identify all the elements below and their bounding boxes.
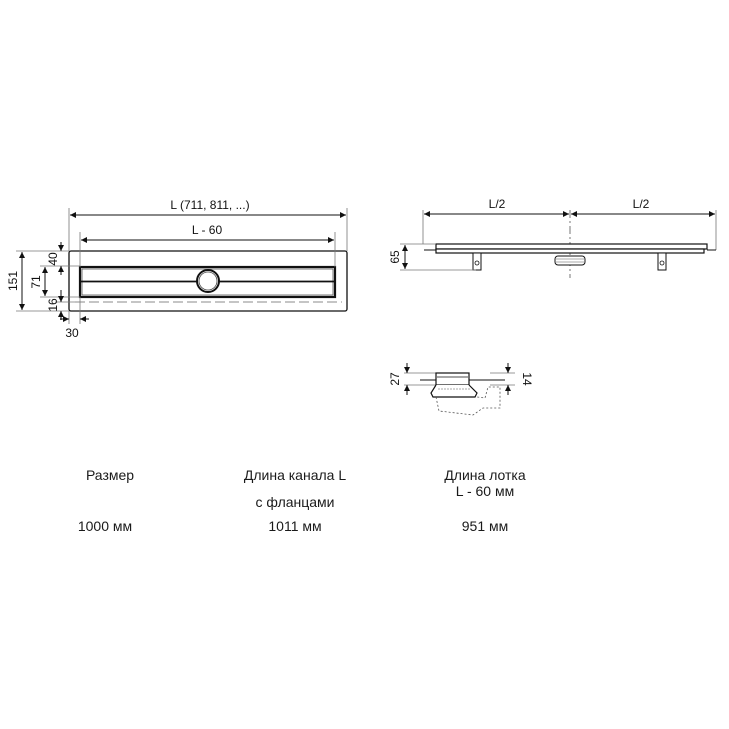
side-view: L/2 L/2 65 [388,197,717,278]
value-size: 1000 мм [77,518,133,534]
left-foot [472,252,482,271]
side-outlet [554,255,586,266]
value-tray-length: 951 мм [461,518,509,534]
side-plate [435,243,708,250]
side-offset-label: 30 [65,326,79,340]
height-total-label: 151 [6,271,20,291]
outlet-body [435,372,470,386]
outlet-height-top-label: 14 [520,372,534,386]
right-foot [657,252,667,271]
header-channel-length-line1: Длина канала L [243,467,347,483]
header-tray-length-line1: Длина лотка [444,467,526,483]
right-half-label: L/2 [633,197,650,211]
side-height-label: 65 [388,250,402,264]
height-top-offset-label: 40 [46,252,60,266]
overall-length-label: L (711, 811, ...) [170,198,249,212]
outlet-height-total-label: 27 [388,372,402,386]
top-view: L (711, 811, ...) L - 60 151 71 40 16 30 [6,198,348,340]
outlet-detail: 27 14 [388,363,534,416]
header-size: Размер [85,467,135,483]
header-tray-length-line2: L - 60 мм [455,483,515,499]
value-channel-length: 1011 мм [268,518,322,534]
header-channel-length-line2: с фланцами [255,494,335,510]
left-half-label: L/2 [489,197,506,211]
height-channel-label: 71 [29,275,43,289]
height-bottom-offset-label: 16 [46,298,60,312]
inner-length-label: L - 60 [192,223,223,237]
